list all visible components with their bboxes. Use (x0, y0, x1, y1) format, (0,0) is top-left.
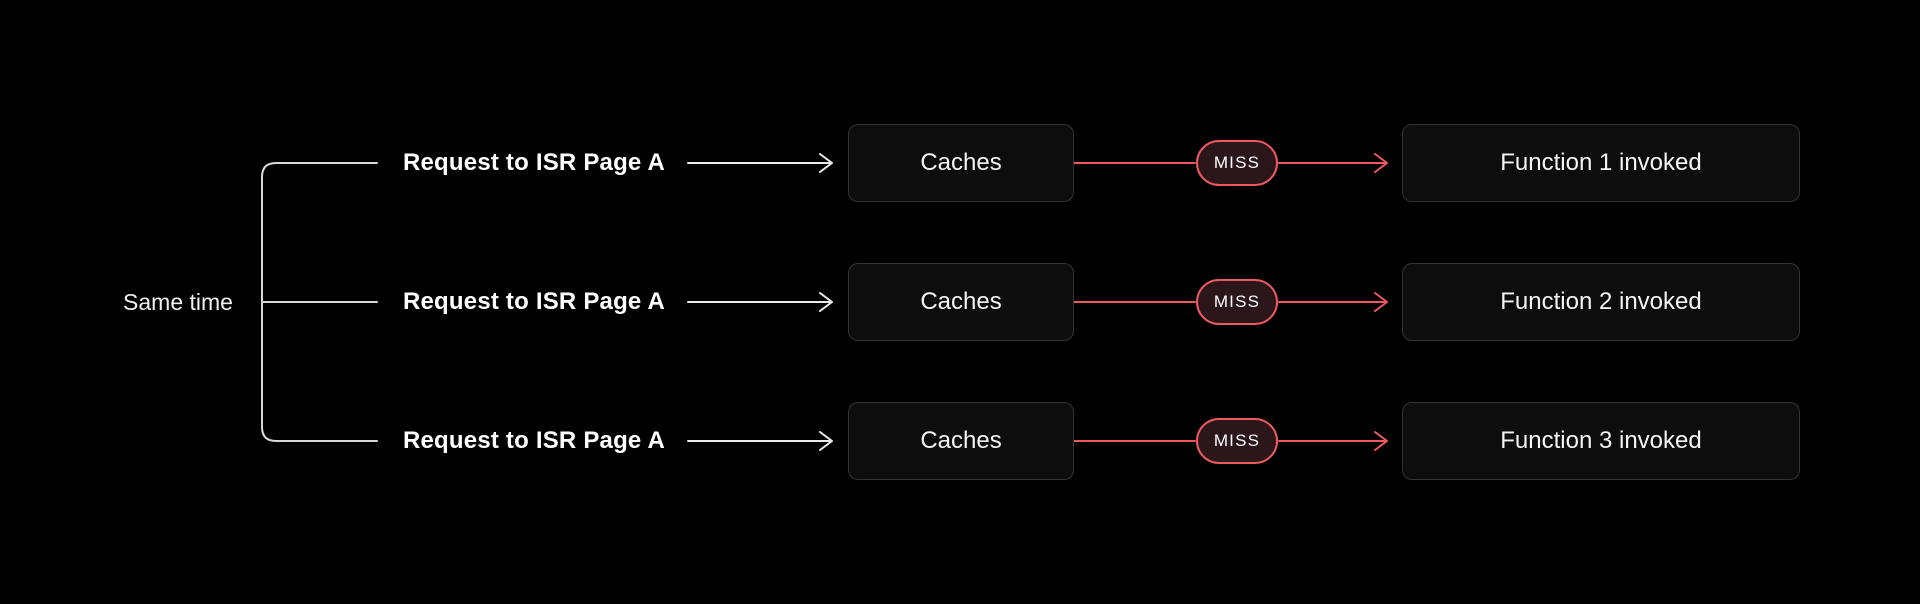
cache-node-label: Caches (920, 427, 1002, 454)
request-to-cache-arrows (687, 153, 833, 451)
function-node: Function 2 invoked (1402, 263, 1800, 341)
same-time-bracket (261, 162, 378, 442)
function-node-label: Function 2 invoked (1500, 288, 1702, 315)
miss-status-label: MISS (1213, 292, 1261, 311)
function-node-label: Function 3 invoked (1500, 427, 1702, 454)
miss-status-badge: MISS (1196, 140, 1278, 186)
function-node: Function 3 invoked (1402, 402, 1800, 480)
same-time-label: Same time (123, 289, 233, 315)
function-node: Function 1 invoked (1402, 124, 1800, 202)
cache-node-label: Caches (920, 288, 1002, 315)
miss-status-label: MISS (1213, 153, 1261, 172)
miss-status-label: MISS (1213, 431, 1261, 450)
function-node-label: Function 1 invoked (1500, 149, 1702, 176)
cache-to-miss-lines (1073, 162, 1196, 442)
request-label: Request to ISR Page A (402, 288, 665, 315)
cache-node: Caches (848, 263, 1074, 341)
miss-to-function-arrows (1278, 153, 1388, 451)
request-label: Request to ISR Page A (402, 149, 665, 176)
request-label: Request to ISR Page A (402, 427, 665, 454)
miss-status-badge: MISS (1196, 418, 1278, 464)
miss-status-badge: MISS (1196, 279, 1278, 325)
cache-node-label: Caches (920, 149, 1002, 176)
cache-node: Caches (848, 402, 1074, 480)
cache-node: Caches (848, 124, 1074, 202)
